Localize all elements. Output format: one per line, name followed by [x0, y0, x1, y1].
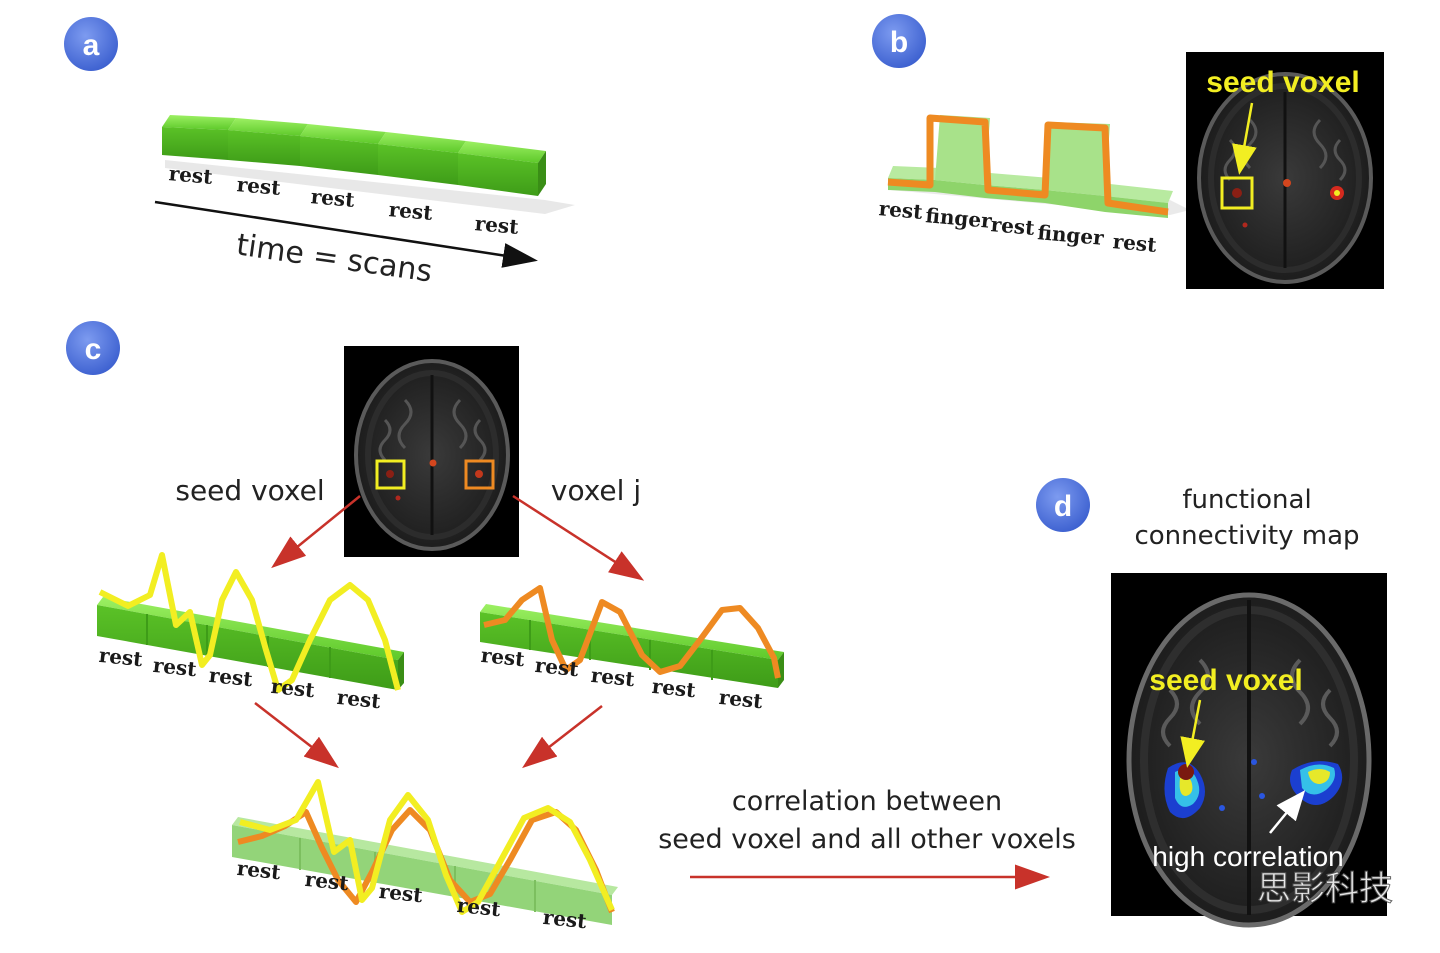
- right-label-5: rest: [718, 685, 765, 714]
- panel-a: a: [64, 17, 575, 290]
- bottom-label-2: rest: [304, 867, 351, 896]
- panel-b: b rest finger rest finger rest: [872, 14, 1384, 289]
- seed-voxel-box-c: [375, 459, 406, 490]
- left-label-1: rest: [98, 643, 145, 672]
- seed-voxel-box-b: [1220, 176, 1254, 210]
- correlation-text-line2: seed voxel and all other voxels: [658, 824, 1076, 855]
- bottom-label-1: rest: [236, 856, 283, 885]
- seed-arrow-b: [1232, 102, 1257, 175]
- badge-d-label: d: [1054, 490, 1072, 523]
- map-title-line1: functional: [1182, 485, 1311, 515]
- seed-voxel-label-d: seed voxel: [1149, 664, 1302, 697]
- brain-image-c: [344, 346, 519, 557]
- left-label-4: rest: [270, 674, 317, 703]
- block-a-5: [458, 141, 546, 196]
- seed-arrow-d: [1180, 699, 1205, 768]
- bottom-label-3: rest: [378, 879, 425, 908]
- block-strip-a: [162, 115, 575, 214]
- badge-b-label: b: [890, 26, 908, 59]
- right-label-2: rest: [534, 653, 581, 682]
- block-a-label-1: rest: [168, 161, 214, 189]
- watermark-text: 思影科技: [1257, 869, 1393, 909]
- voxel-j-box-c: [464, 459, 495, 490]
- block-a-label-2: rest: [236, 172, 282, 200]
- badge-c: c: [66, 321, 120, 375]
- voxel-j-label-c: voxel j: [551, 474, 641, 507]
- high-correlation-label: high correlation: [1152, 841, 1343, 872]
- block-strip-c-left: [97, 552, 404, 693]
- block-a-2: [228, 118, 308, 166]
- badge-a: a: [64, 17, 118, 71]
- right-label-4: rest: [651, 674, 698, 703]
- block-a-label-5: rest: [474, 211, 520, 239]
- arrow-seed-down: [271, 495, 361, 569]
- bottom-label-5: rest: [542, 905, 589, 934]
- panel-c: c seed voxel voxel j: [66, 321, 1076, 933]
- time-axis-label: time = scans: [234, 228, 434, 290]
- brain-image-b: seed voxel: [1186, 52, 1384, 289]
- bottom-yellow-trace: [239, 779, 615, 915]
- right-label-1: rest: [480, 643, 527, 672]
- badge-d: d: [1036, 478, 1090, 532]
- arrow-right-merge: [522, 705, 603, 769]
- map-title-line2: connectivity map: [1134, 521, 1359, 551]
- block-strip-c-right: [480, 585, 784, 688]
- left-label-5: rest: [336, 685, 383, 714]
- high-correlation-arrow: [1269, 790, 1306, 834]
- block-b-label-1: rest: [878, 196, 924, 224]
- connectivity-map-image: seed voxel high correlation: [1111, 573, 1387, 928]
- arrow-voxel-down: [512, 494, 645, 581]
- badge-a-label: a: [83, 29, 100, 62]
- time-arrow: [154, 200, 538, 268]
- block-strip-b: [887, 114, 1190, 218]
- block-b-label-3: rest: [990, 212, 1036, 240]
- badge-c-label: c: [85, 333, 102, 366]
- left-label-3: rest: [208, 663, 255, 692]
- block-b-label-4: finger: [1037, 220, 1106, 250]
- right-label-3: rest: [590, 663, 637, 692]
- block-a-label-4: rest: [388, 197, 434, 225]
- block-a-1: [162, 115, 236, 160]
- seed-voxel-label-b: seed voxel: [1206, 66, 1359, 99]
- block-a-3: [300, 124, 386, 175]
- seed-voxel-label-c: seed voxel: [175, 474, 324, 507]
- block-strip-c-bottom: [232, 779, 618, 925]
- seed-timeseries-c: [98, 552, 401, 693]
- block-b-label-5: rest: [1112, 229, 1158, 257]
- correlation-text-line1: correlation between: [732, 786, 1002, 817]
- arrow-left-merge: [254, 702, 339, 769]
- panel-d: d functional connectivity map seed voxel: [1036, 478, 1394, 928]
- block-a-label-3: rest: [310, 184, 356, 212]
- bottom-label-4: rest: [456, 893, 503, 922]
- block-a-4: [378, 132, 466, 185]
- block-b-label-2: finger: [925, 203, 994, 233]
- voxel-j-timeseries-c: [483, 585, 781, 679]
- badge-b: b: [872, 14, 926, 68]
- left-label-2: rest: [152, 653, 199, 682]
